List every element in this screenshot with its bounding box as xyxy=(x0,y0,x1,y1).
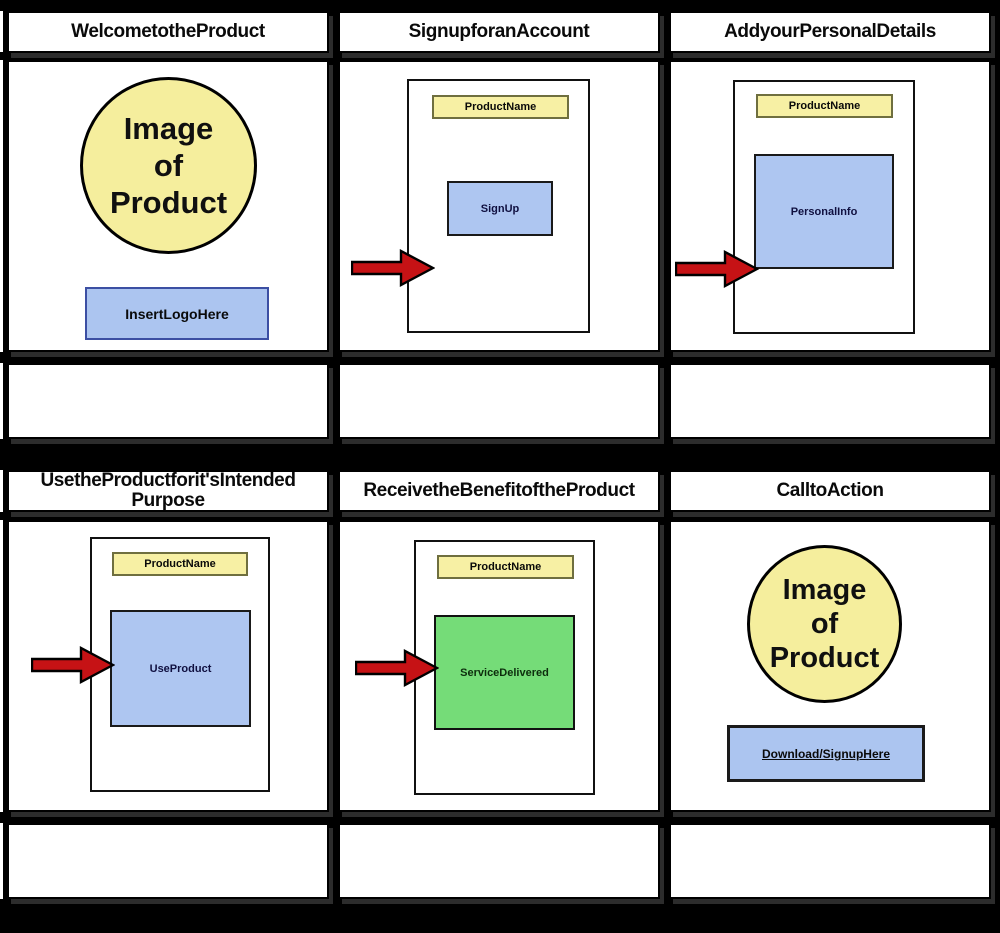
product-name-label: ProductName xyxy=(464,101,537,113)
panel-3-content-cell[interactable]: ProductName PersonalInfo xyxy=(669,60,991,352)
service-delivered-box[interactable]: ServiceDelivered xyxy=(434,615,575,730)
personal-info-label: PersonalInfo xyxy=(790,205,858,218)
red-arrow-icon[interactable] xyxy=(351,248,435,288)
download-signup-box[interactable]: Download/SignupHere xyxy=(727,725,925,782)
circle-text-line: of xyxy=(153,148,184,183)
red-arrow-icon[interactable] xyxy=(31,645,115,685)
signup-button-label: SignUp xyxy=(480,202,520,215)
panel-6-description-cell[interactable] xyxy=(669,823,991,899)
cropped-cell-sliver xyxy=(0,520,3,812)
panel-5-description-cell[interactable] xyxy=(338,823,660,899)
personal-info-box[interactable]: PersonalInfo xyxy=(754,154,894,269)
circle-text-line: Image xyxy=(782,574,867,606)
app-screen-frame[interactable]: ProductName ServiceDelivered xyxy=(414,540,595,795)
cropped-cell-sliver xyxy=(0,363,3,439)
circle-text-line: Product xyxy=(769,642,880,674)
storyboard-grid: WelcometotheProduct Image of Product Ins… xyxy=(7,11,991,899)
product-name-bar[interactable]: ProductName xyxy=(112,552,248,576)
product-name-label: ProductName xyxy=(144,558,216,570)
app-screen-frame[interactable]: ProductName SignUp xyxy=(407,79,590,333)
panel-3-title-cell[interactable]: AddyourPersonalDetails xyxy=(669,11,991,53)
cropped-cell-sliver xyxy=(0,60,3,352)
app-screen-frame[interactable]: ProductName PersonalInfo xyxy=(733,80,915,334)
cropped-cell-sliver xyxy=(0,470,3,512)
panel-1-title-cell[interactable]: WelcometotheProduct xyxy=(7,11,329,53)
product-name-bar[interactable]: ProductName xyxy=(432,95,569,119)
panel-4-description-cell[interactable] xyxy=(7,823,329,899)
panel-2-description-cell[interactable] xyxy=(338,363,660,439)
panel-1-content-cell[interactable]: Image of Product InsertLogoHere xyxy=(7,60,329,352)
panel-5-title-cell[interactable]: ReceivetheBenefitoftheProduct xyxy=(338,470,660,512)
product-name-label: ProductName xyxy=(788,100,861,112)
panel-2-content-cell[interactable]: ProductName SignUp xyxy=(338,60,660,352)
circle-text-line: Image xyxy=(123,111,214,146)
product-image-circle[interactable]: Image of Product xyxy=(80,77,257,254)
logo-box-label: InsertLogoHere xyxy=(125,305,229,322)
circle-text-line: of xyxy=(810,608,839,640)
panel-5-title: ReceivetheBenefitoftheProduct xyxy=(363,480,635,501)
product-image-circle[interactable]: Image of Product xyxy=(747,545,902,703)
circle-text-line: Product xyxy=(109,185,228,220)
cropped-cell-sliver xyxy=(0,823,3,899)
product-name-bar[interactable]: ProductName xyxy=(437,555,574,579)
service-delivered-label: ServiceDelivered xyxy=(460,666,549,679)
panel-6-title: CalltoAction xyxy=(776,480,884,501)
signup-button-box[interactable]: SignUp xyxy=(447,181,553,236)
download-signup-link[interactable]: Download/SignupHere xyxy=(761,746,890,761)
panel-4-content-cell[interactable]: ProductName UseProduct xyxy=(7,520,329,812)
use-product-box[interactable]: UseProduct xyxy=(110,610,251,727)
panel-6-content-cell[interactable]: Image of Product Download/SignupHere xyxy=(669,520,991,812)
panel-4-title-cell[interactable]: UsetheProductforit'sIntended Purpose xyxy=(7,470,329,512)
red-arrow-icon[interactable] xyxy=(355,648,439,688)
panel-2-title: SignupforanAccount xyxy=(408,21,590,42)
panel-2-title-cell[interactable]: SignupforanAccount xyxy=(338,11,660,53)
cropped-cell-sliver xyxy=(0,11,3,52)
panel-6-title-cell[interactable]: CalltoAction xyxy=(669,470,991,512)
use-product-label: UseProduct xyxy=(149,662,212,675)
product-name-label: ProductName xyxy=(469,561,542,573)
app-screen-frame[interactable]: ProductName UseProduct xyxy=(90,537,270,792)
panel-5-content-cell[interactable]: ProductName ServiceDelivered xyxy=(338,520,660,812)
panel-3-title: AddyourPersonalDetails xyxy=(724,21,936,42)
panel-3-description-cell[interactable] xyxy=(669,363,991,439)
product-name-bar[interactable]: ProductName xyxy=(756,94,893,118)
panel-4-title: UsetheProductforit'sIntended Purpose xyxy=(40,470,296,511)
panel-1-title: WelcometotheProduct xyxy=(71,21,265,42)
insert-logo-box[interactable]: InsertLogoHere xyxy=(85,287,269,340)
red-arrow-icon[interactable] xyxy=(675,249,759,289)
panel-1-description-cell[interactable] xyxy=(7,363,329,439)
